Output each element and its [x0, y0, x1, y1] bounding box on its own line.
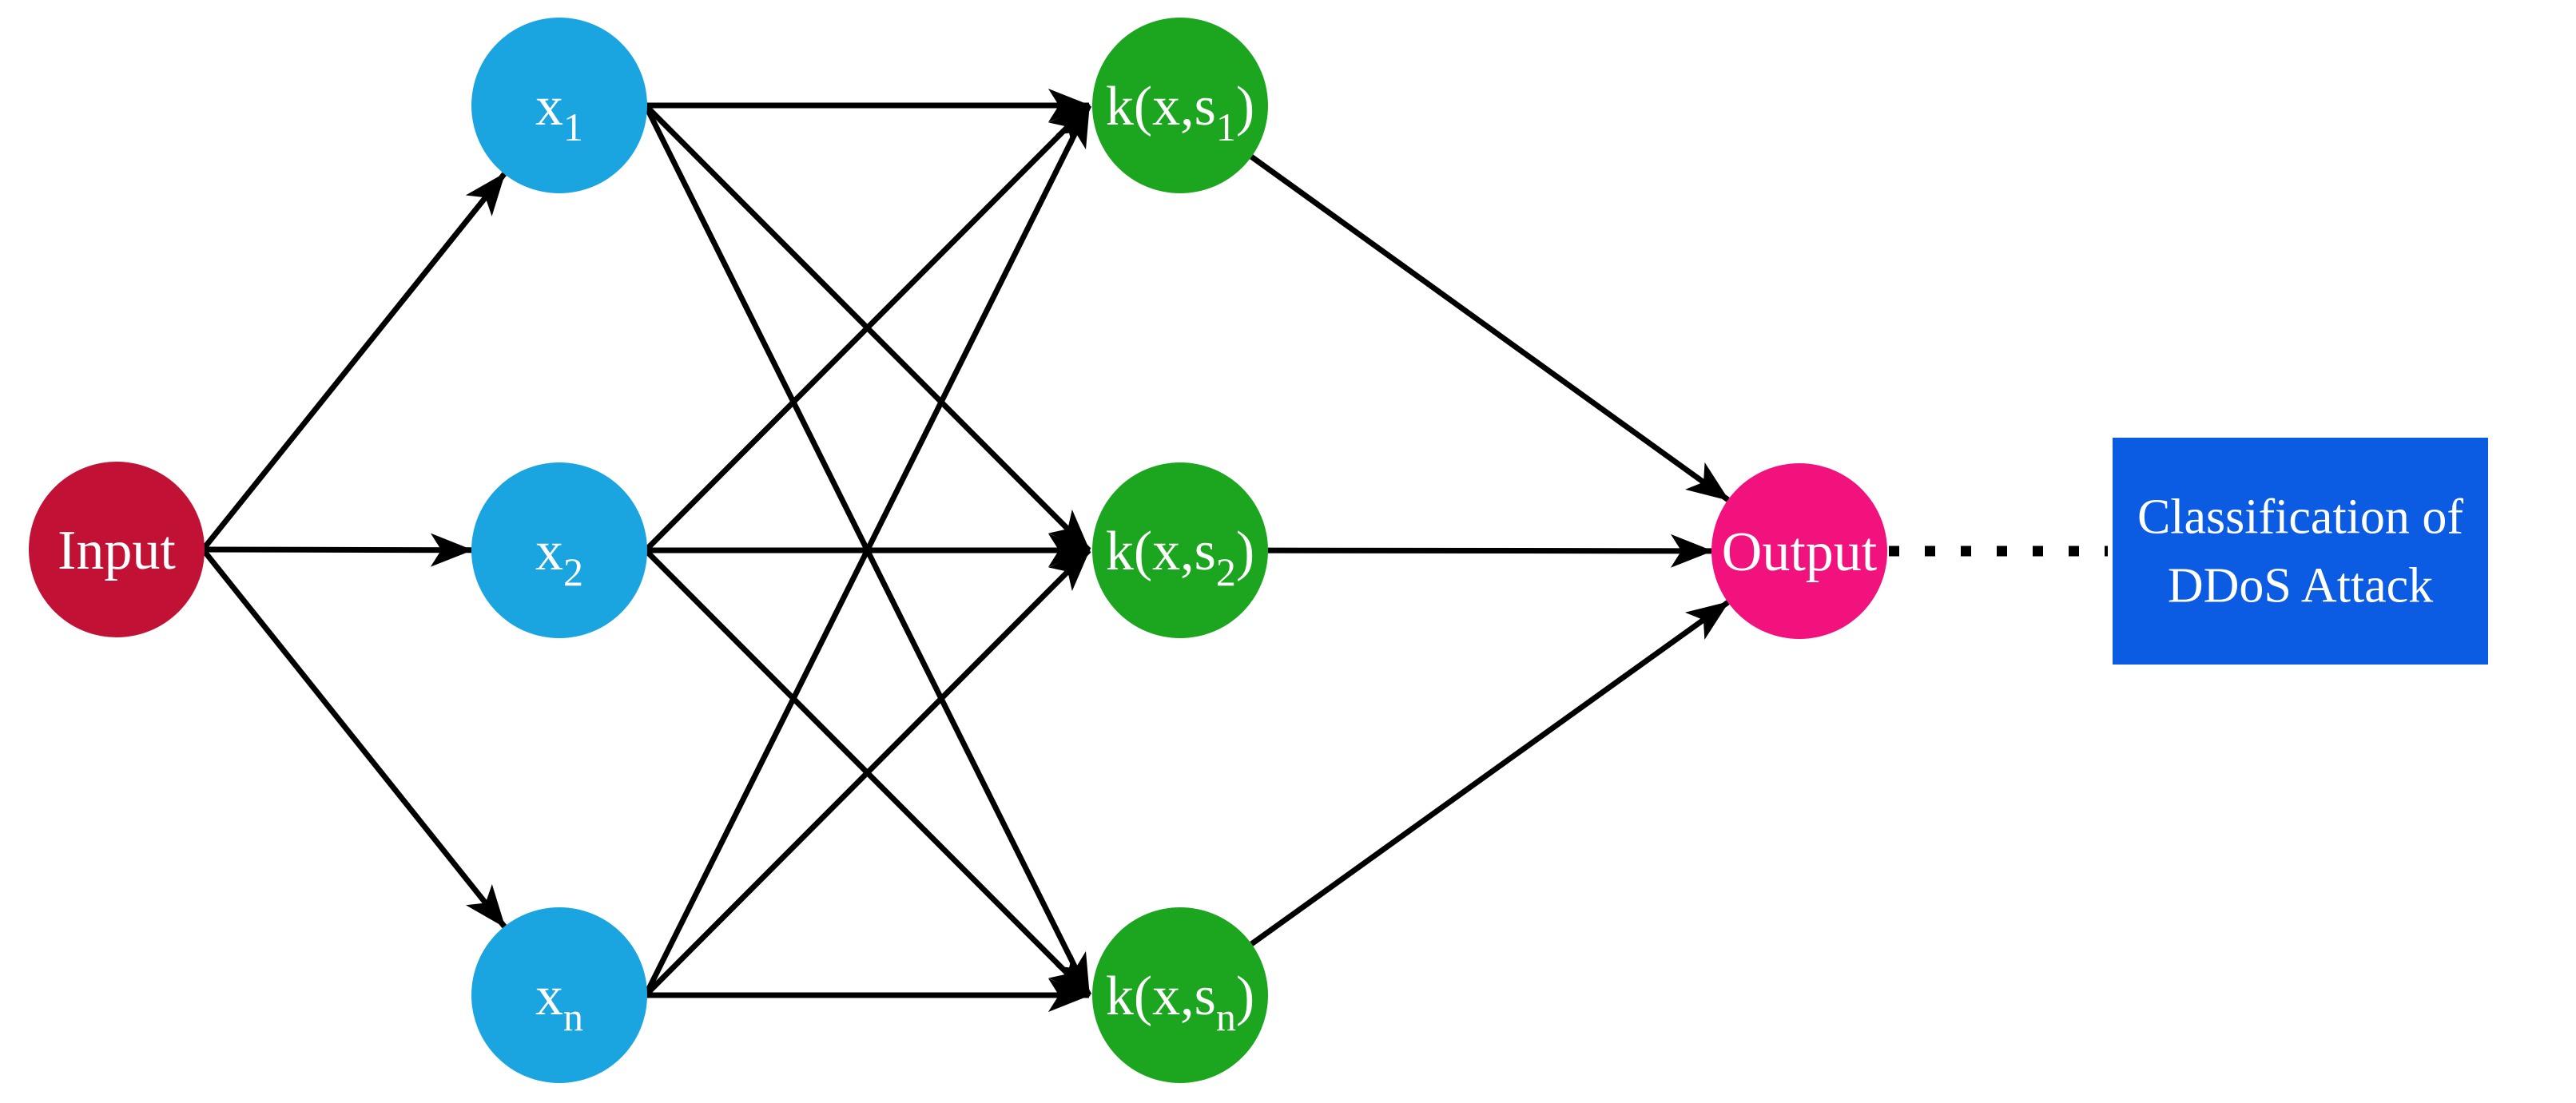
- edge-input-x1: [201, 172, 507, 552]
- node-x2: x2: [471, 462, 647, 638]
- node-k1: k(x,s1): [1092, 18, 1268, 193]
- classification-box-line-1: Classification of: [2137, 490, 2463, 544]
- node-x2-circle: [471, 462, 647, 638]
- edge-xn-k1: [642, 104, 1092, 997]
- node-input-label: Input: [58, 520, 176, 581]
- edge-k1-output: [1250, 154, 1730, 502]
- node-xn: xn: [471, 907, 647, 1083]
- node-xn-label: xn: [535, 966, 583, 1039]
- node-input-circle: [29, 462, 205, 637]
- node-k1-label: k(x,s1): [1106, 76, 1254, 149]
- node-kn: k(x,sn): [1092, 907, 1268, 1083]
- node-x1: x1: [471, 18, 647, 193]
- node-output-label: Output: [1722, 522, 1878, 583]
- edge-input-xn: [201, 547, 507, 929]
- node-kn-label: k(x,sn): [1106, 966, 1254, 1039]
- node-x1-circle: [471, 18, 647, 193]
- edge-xn-k2: [643, 548, 1091, 998]
- node-k2-label: k(x,s2): [1106, 521, 1254, 594]
- edge-kn-output: [1250, 600, 1730, 946]
- node-x2-label: x2: [535, 521, 583, 594]
- node-xn-circle: [471, 907, 647, 1083]
- node-k2: k(x,s2): [1092, 462, 1268, 638]
- edge-k2-output: [1267, 534, 1714, 568]
- node-k1-circle: [1092, 18, 1268, 193]
- node-output-circle: [1711, 463, 1887, 639]
- node-kn-circle: [1092, 907, 1268, 1083]
- node-k2-circle: [1092, 462, 1268, 638]
- node-x1-label: x1: [535, 76, 583, 149]
- classification-box: Classification of DDoS Attack: [2113, 438, 2488, 665]
- node-output: Output: [1711, 463, 1887, 639]
- classification-box-rect: [2113, 438, 2488, 665]
- edge-x2-k1: [643, 103, 1091, 553]
- classification-box-line-2: DDoS Attack: [2168, 558, 2433, 613]
- node-input: Input: [29, 462, 205, 637]
